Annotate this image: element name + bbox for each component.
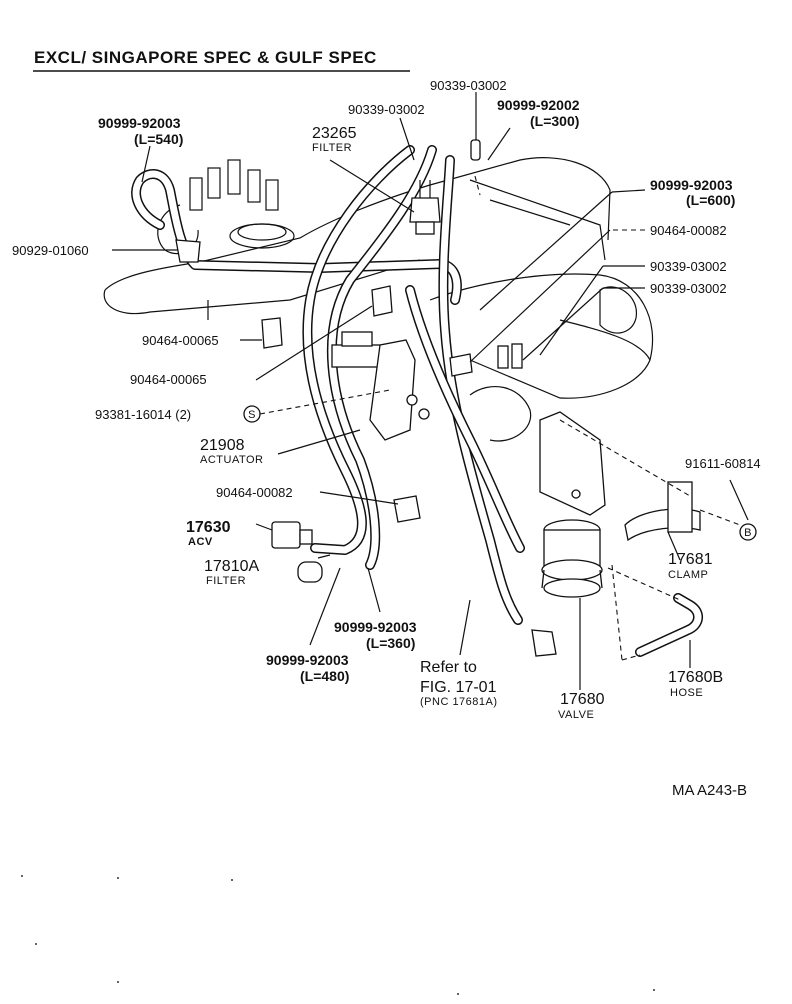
label-90464-00082-right: 90464-00082 [650,223,727,238]
label-90999-92003-d-length: (L=480) [300,668,349,684]
symbol-b-callout: B [739,523,757,541]
label-17680B: 17680B [668,669,723,686]
engine-outline [103,157,654,442]
label-90999-92002-length: (L=300) [530,113,579,129]
part-labels: 90339-03002 90339-03002 90999-92002 (L=3… [12,78,761,721]
label-90339-03002-right-1: 90339-03002 [650,259,727,274]
label-90999-92003-b: 90999-92003 [650,177,733,193]
label-90339-03002-right-2: 90339-03002 [650,281,727,296]
label-93381-16014: 93381-16014 (2) [95,407,191,422]
symbol-s-callout: S [243,405,261,423]
label-90464-00082-left: 90464-00082 [216,485,293,500]
label-refer-pnc: (PNC 17681A) [420,696,498,708]
label-90999-92002: 90999-92002 [497,97,580,113]
label-23265-name: FILTER [312,142,352,154]
label-17680B-name: HOSE [670,687,703,699]
symbol-b-label: B [744,527,752,539]
label-17630: 17630 [186,519,231,536]
label-23265: 23265 [312,125,357,142]
label-17810A-name: FILTER [206,575,246,587]
label-90999-92003-c: 90999-92003 [334,619,417,635]
leader-lines [112,92,749,690]
label-17680-name: VALVE [558,709,594,721]
label-90464-00065-b: 90464-00065 [130,372,207,387]
label-17680: 17680 [560,691,605,708]
scan-specks [21,875,655,995]
diagram-code: MA A243-B [672,782,747,799]
label-91611-60814: 91611-60814 [685,456,761,471]
part-glyphs [175,139,701,657]
label-17681: 17681 [668,551,713,568]
label-90929-01060: 90929-01060 [12,243,89,258]
label-90999-92003-c-length: (L=360) [366,635,415,651]
vacuum-hoses [131,145,703,657]
label-17630-name: ACV [188,536,213,548]
label-refer-fig: FIG. 17-01 [420,679,497,696]
label-refer-to: Refer to [420,659,477,676]
label-90999-92003-a-length: (L=540) [134,131,183,147]
label-90999-92003-b-length: (L=600) [686,192,735,208]
label-90339-03002-mid: 90339-03002 [348,102,425,117]
label-90339-03002-top: 90339-03002 [430,78,507,93]
label-90999-92003-a: 90999-92003 [98,115,181,131]
label-90464-00065-a: 90464-00065 [142,333,219,348]
label-17810A: 17810A [204,558,259,575]
label-21908-name: ACTUATOR [200,454,264,466]
symbol-s-label: S [248,409,256,421]
label-21908: 21908 [200,437,245,454]
label-17681-name: CLAMP [668,569,708,581]
label-90999-92003-d: 90999-92003 [266,652,349,668]
diagram-title: EXCL/ SINGAPORE SPEC & GULF SPEC [34,48,377,67]
